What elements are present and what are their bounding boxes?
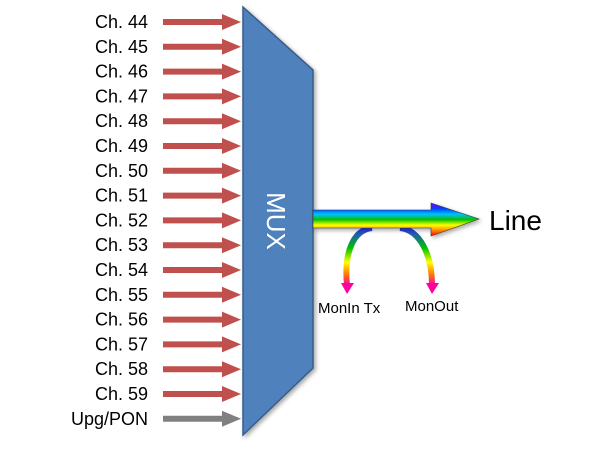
monitor-arrowhead-in [341, 283, 354, 294]
channel-input-arrow [163, 63, 241, 80]
channel-input-arrow [163, 361, 241, 378]
channel-label: Ch. 51 [95, 186, 148, 206]
channel-label: Ch. 47 [95, 86, 148, 106]
channel-label: Ch. 53 [95, 235, 148, 255]
monitor-label-in: MonIn Tx [318, 300, 381, 317]
monitor-arrowhead-out [426, 283, 439, 294]
channel-input-arrow [163, 336, 241, 353]
input-channels: Ch. 44 Ch. 45 Ch. 46 Ch. 47 Ch. 48 Ch. 49 Ch. … [71, 12, 241, 429]
channel-label: Ch. 46 [95, 62, 148, 82]
channel-label: Ch. 52 [95, 210, 148, 230]
upgrade-input-arrow [163, 410, 241, 427]
line-output-label: Line [489, 205, 542, 236]
upgrade-pon-label: Upg/PON [71, 409, 148, 429]
channel-label: Ch. 54 [95, 260, 148, 280]
channel-input-arrow [163, 14, 241, 30]
channel-input-arrow [163, 237, 241, 254]
channel-input-arrow [163, 386, 241, 402]
channel-input-arrow [163, 88, 241, 105]
mux-block [242, 5, 314, 437]
channel-label: Ch. 55 [95, 285, 148, 305]
channel-label: Ch. 59 [95, 384, 148, 404]
channel-label: Ch. 44 [95, 12, 148, 32]
monitor-arc-in [343, 225, 373, 286]
channel-label: Ch. 58 [95, 359, 148, 379]
channel-label: Ch. 50 [95, 161, 148, 181]
channel-input-arrow [163, 162, 241, 179]
mux-label: MUX [261, 192, 291, 250]
channel-input-arrow [163, 311, 241, 328]
channel-label: Ch. 57 [95, 334, 148, 354]
monitor-label-out: MonOut [405, 298, 459, 315]
channel-label: Ch. 49 [95, 136, 148, 156]
monitor-taps [341, 225, 439, 294]
channel-input-arrow [163, 212, 241, 229]
channel-input-arrow [163, 286, 241, 303]
channel-input-arrow [163, 187, 241, 204]
channel-label: Ch. 48 [95, 111, 148, 131]
channel-input-arrow [163, 38, 241, 55]
line-output-arrow [312, 202, 480, 237]
channel-input-arrow [163, 113, 241, 130]
channel-label: Ch. 45 [95, 37, 148, 57]
channel-label: Ch. 56 [95, 310, 148, 330]
channel-input-arrow [163, 262, 241, 278]
monitor-arc-out [399, 225, 435, 286]
channel-input-arrow [163, 138, 241, 154]
